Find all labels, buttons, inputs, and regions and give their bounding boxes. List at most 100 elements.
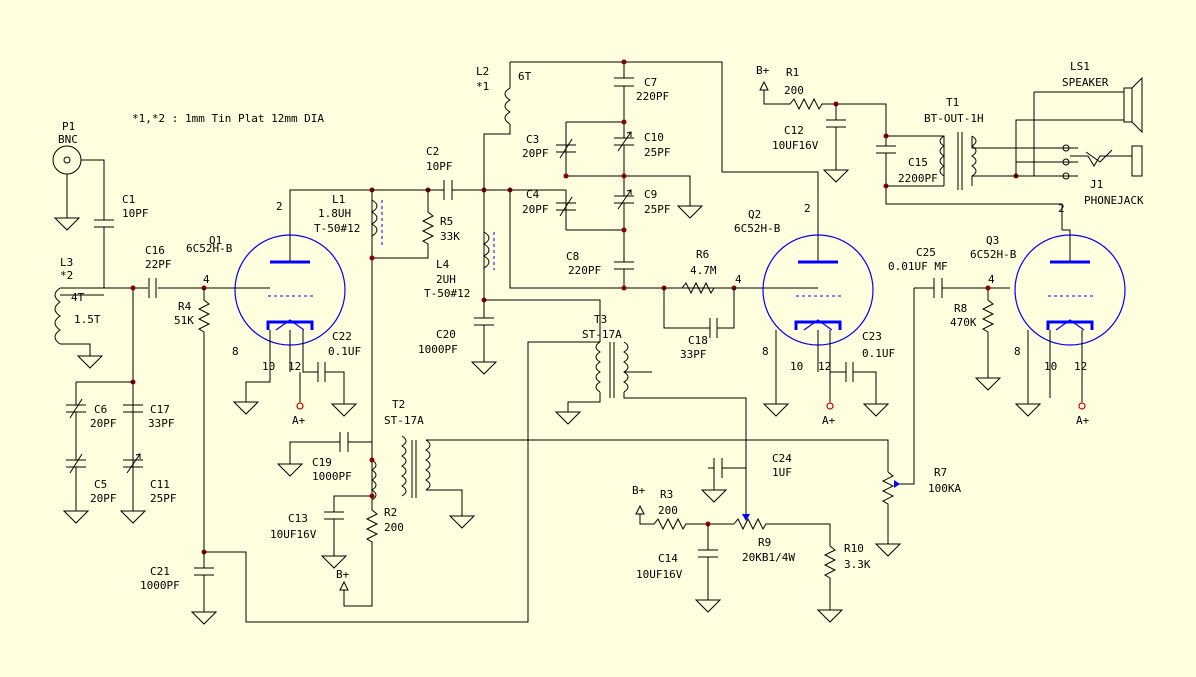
q1-ref: Q1 (209, 234, 222, 247)
capacitor-c17 (123, 404, 143, 413)
l1-ref: L1 (332, 193, 345, 206)
capacitor-c25 (933, 278, 943, 298)
r2-ref: R2 (384, 506, 397, 519)
c13-ref: C13 (288, 512, 308, 525)
c1-ref: C1 (122, 193, 135, 206)
capacitor-c23 (845, 362, 854, 382)
pin-label: 12 (818, 360, 831, 373)
l3-t2: 1.5T (74, 313, 101, 326)
ground-symbol (54, 211, 80, 231)
c24-ref: C24 (772, 452, 792, 465)
l2-ref: L2 (476, 65, 489, 78)
potentiometer-r7 (881, 288, 915, 540)
ground-symbol (1015, 397, 1041, 417)
capacitor-c8 (614, 261, 634, 270)
coil-note: *1,*2 : 1mm Tin Plat 12mm DIA (132, 112, 324, 125)
pin-label: 10 (262, 360, 275, 373)
b-plus-label: B+ (756, 64, 770, 77)
pin-label: 8 (232, 345, 239, 358)
c25-value: 0.01UF MF (888, 260, 948, 273)
ground-symbol (817, 603, 843, 623)
c1-value: 10PF (122, 207, 149, 220)
c7-value: 220PF (636, 90, 669, 103)
c3-value: 20PF (522, 147, 549, 160)
r7-value: 100KA (928, 482, 961, 495)
capacitor-c21 (194, 552, 214, 608)
ls1-ref: LS1 (1070, 60, 1090, 73)
r2-value: 200 (384, 521, 404, 534)
q2-ref: Q2 (748, 208, 761, 221)
c8-ref: C8 (566, 250, 579, 263)
variable-capacitor-c9 (614, 189, 634, 210)
j1-ref: J1 (1090, 178, 1103, 191)
r1-ref: R1 (786, 66, 799, 79)
pin-label: 2 (804, 202, 811, 215)
ground-symbol (701, 483, 727, 503)
c24-value: 1UF (772, 466, 792, 479)
p1-value: BNC (58, 133, 78, 146)
c8-value: 220PF (568, 264, 601, 277)
p1-ref: P1 (62, 120, 75, 133)
variable-capacitor-c6 (66, 398, 86, 419)
variable-capacitor-c5 (66, 453, 86, 474)
capacitor-c22 (317, 362, 326, 382)
pin-label: 12 (1074, 360, 1087, 373)
ground-symbol (63, 504, 89, 524)
l4-v1: 2UH (436, 273, 456, 286)
c19-ref: C19 (312, 456, 332, 469)
pin-label: 4 (203, 273, 210, 286)
r8-ref: R8 (954, 302, 967, 315)
ls1-value: SPEAKER (1062, 76, 1109, 89)
r6-ref: R6 (696, 248, 709, 261)
capacitor-c15 (876, 145, 896, 154)
ground-symbol (277, 457, 303, 477)
pin-label: 8 (1014, 345, 1021, 358)
c20-value: 1000PF (418, 343, 458, 356)
q3-value: 6C52H-B (970, 248, 1017, 261)
capacitor-c14 (698, 549, 718, 558)
ground-symbol (695, 593, 721, 613)
c23-value: 0.1UF (862, 347, 895, 360)
c12-ref: C12 (784, 124, 804, 137)
r5-ref: R5 (440, 215, 453, 228)
c17-ref: C17 (150, 403, 170, 416)
t1-value: BT-OUT-1H (924, 112, 984, 125)
resistor-r10 (823, 545, 837, 606)
l4-v2: T-50#12 (424, 287, 470, 300)
inductor-l1 (371, 190, 383, 258)
c14-value: 10UF16V (636, 568, 683, 581)
inductor-l3 (54, 287, 104, 352)
r1-value: 200 (784, 84, 804, 97)
transformer-t3 (567, 341, 747, 452)
c15-value: 2200PF (898, 172, 938, 185)
transformer-t1 (939, 132, 1068, 190)
variable-capacitor-c3 (556, 138, 576, 159)
c4-value: 20PF (522, 203, 549, 216)
c21-ref: C21 (150, 565, 170, 578)
l1-v1: 1.8UH (318, 207, 351, 220)
capacitor-c18 (709, 318, 718, 338)
resistor-r4 (197, 288, 211, 552)
ground-symbol (555, 405, 581, 425)
r3-value: 200 (658, 504, 678, 517)
capacitor-c13 (324, 511, 344, 520)
c10-value: 25PF (644, 146, 671, 159)
a-plus-terminal (1078, 402, 1086, 410)
c16-value: 22PF (145, 258, 172, 271)
r8-value: 470K (950, 316, 977, 329)
a-plus-label: A+ (292, 414, 306, 427)
l1-v2: T-50#12 (314, 222, 360, 235)
c13-value: 10UF16V (270, 528, 317, 541)
pin-label: 2 (1058, 202, 1065, 215)
r6-value: 4.7M (690, 264, 717, 277)
pin-label: 8 (762, 345, 769, 358)
l2-turns: 6T (518, 70, 532, 83)
c4-ref: C4 (526, 188, 540, 201)
c16-ref: C16 (145, 244, 165, 257)
c12-value: 10UF16V (772, 139, 819, 152)
capacitor-c16 (148, 278, 157, 298)
b-plus-terminal (339, 581, 349, 599)
c11-value: 25PF (150, 492, 177, 505)
ground-symbol (77, 349, 103, 369)
ground-symbol (823, 163, 849, 183)
